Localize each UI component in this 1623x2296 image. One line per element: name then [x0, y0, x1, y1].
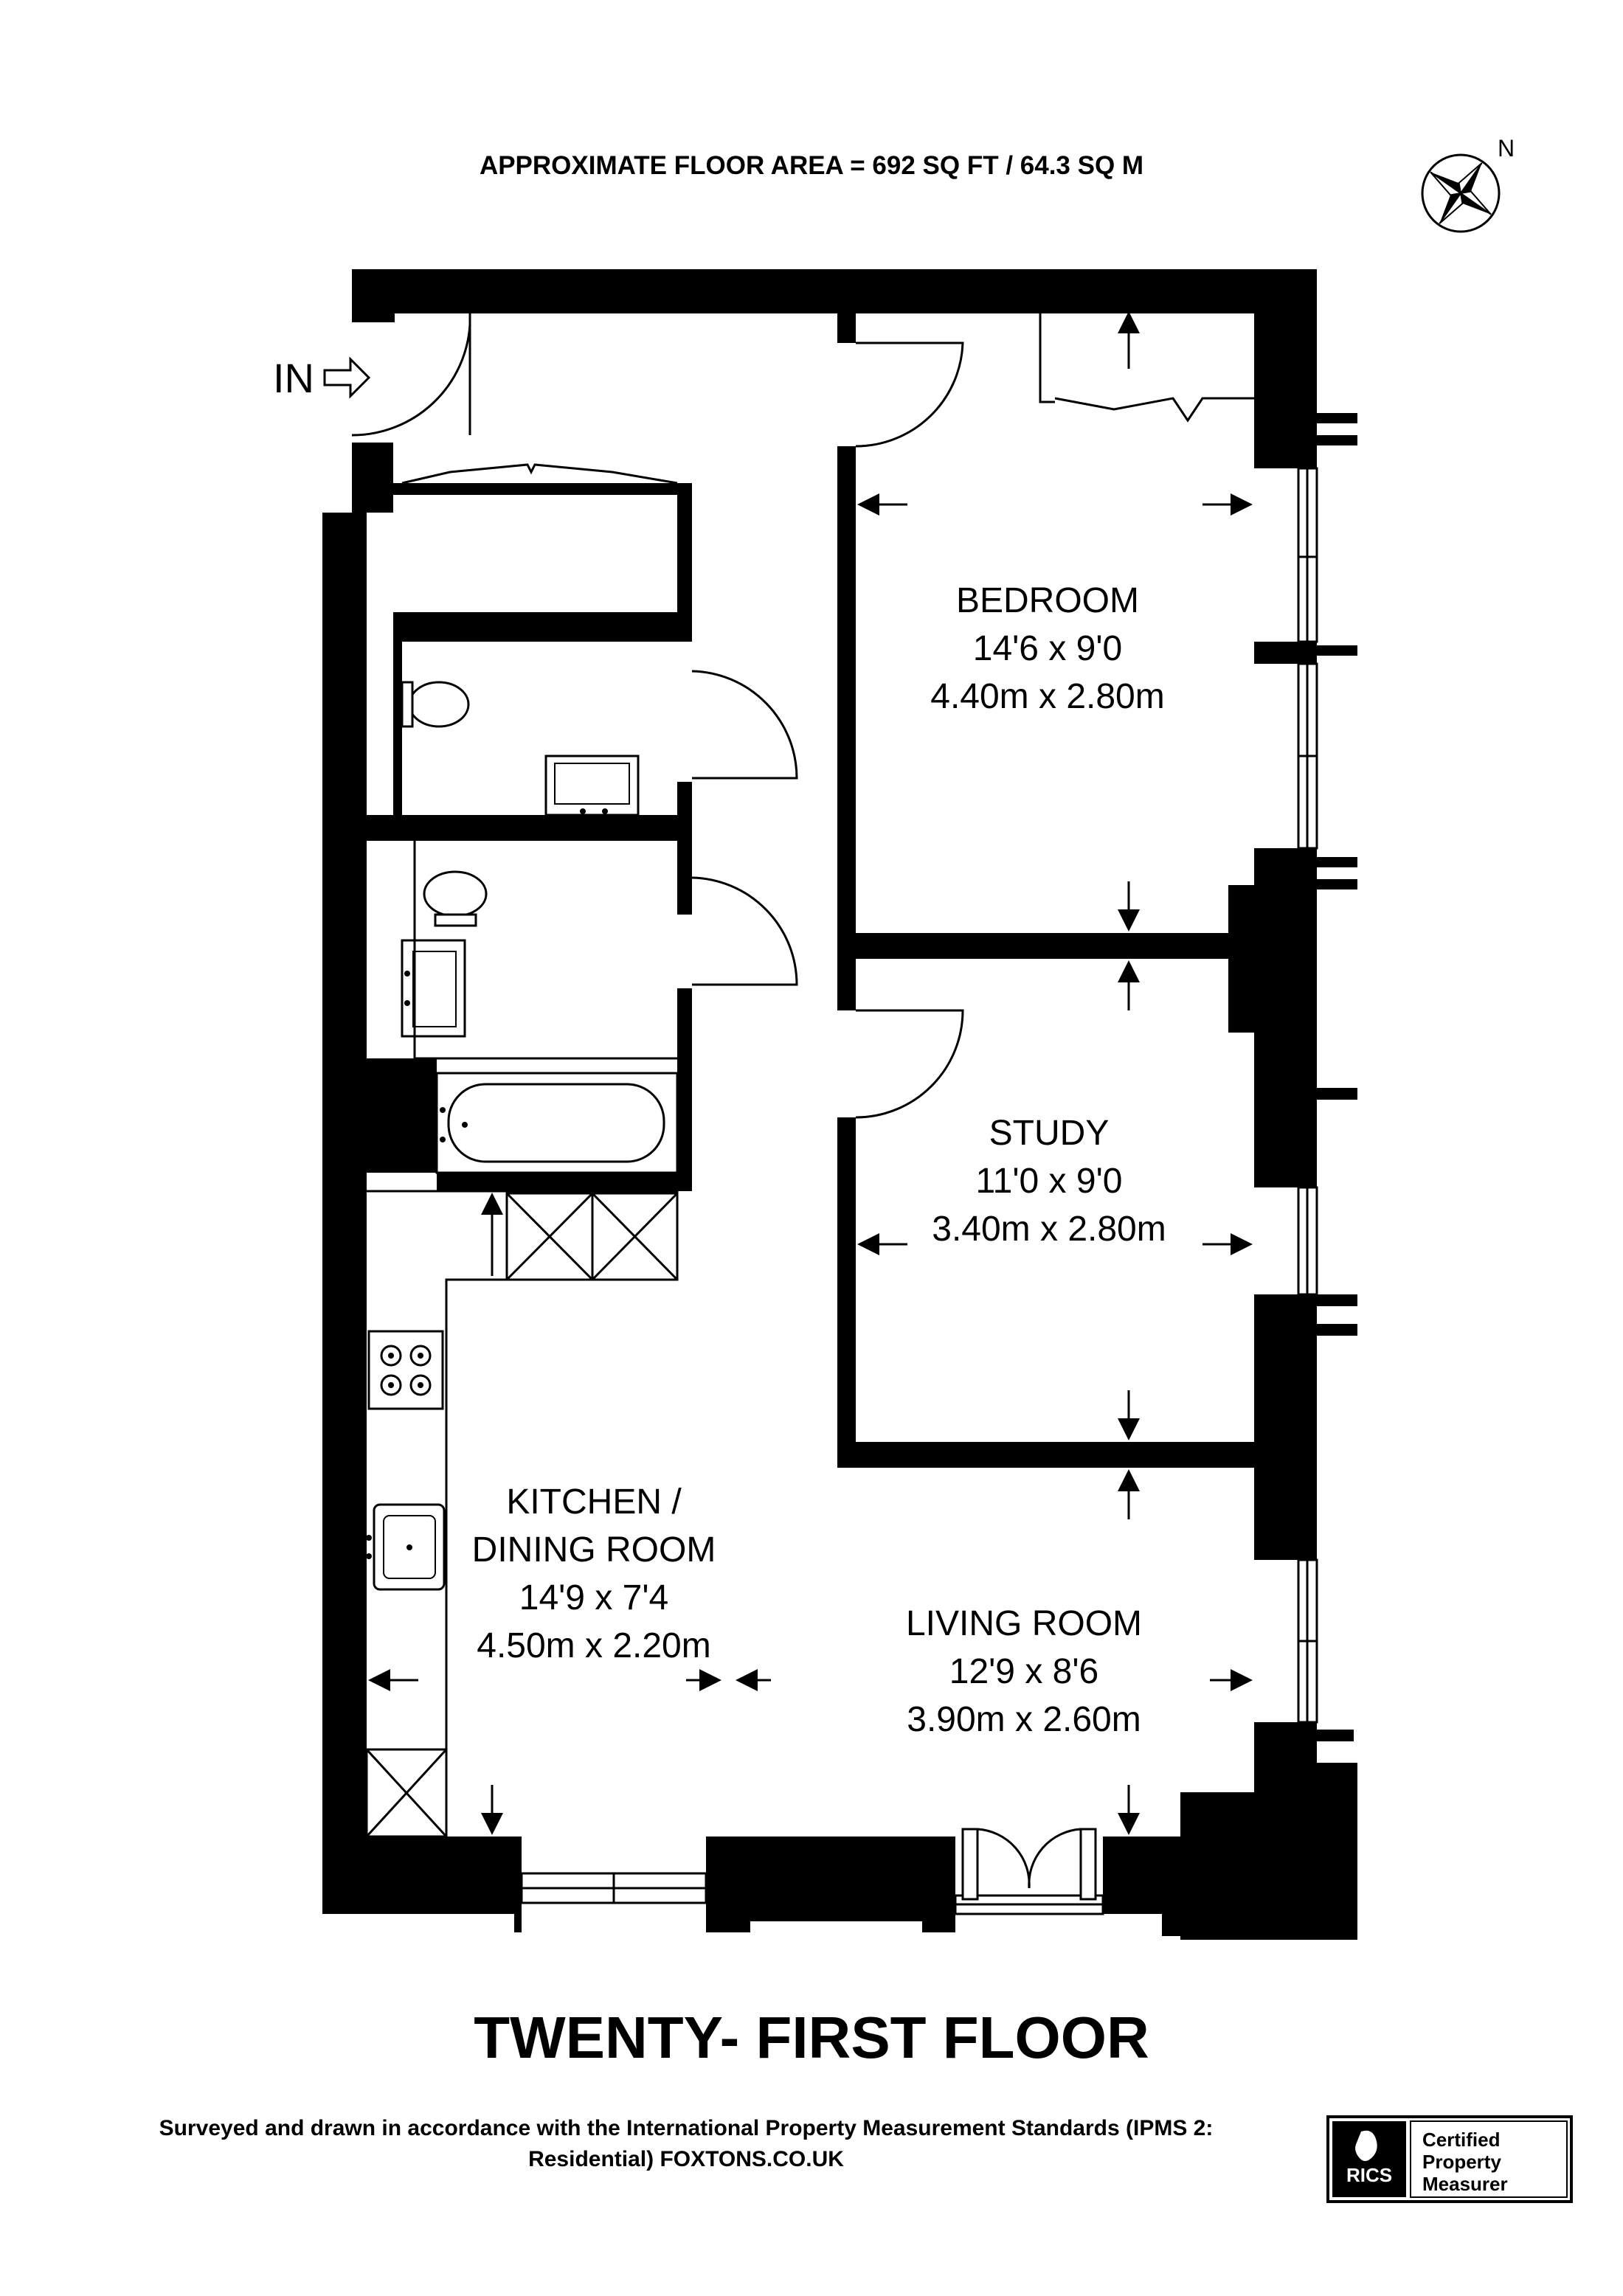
kitchen-name-line1: KITCHEN /: [506, 1482, 682, 1522]
rics-badge: RICS Certified Property Measurer: [1326, 2115, 1573, 2203]
walls: [322, 269, 1357, 1940]
study-imperial: 11'0 x 9'0: [976, 1162, 1123, 1201]
hob-icon: [367, 1330, 444, 1410]
bedroom-wardrobe: [1039, 311, 1254, 423]
study-metric: 3.40m x 2.80m: [932, 1210, 1166, 1249]
compass-north-label: N: [1498, 135, 1515, 162]
dimension-arrows: [368, 493, 1253, 1835]
entrance-arrow-icon: [323, 356, 371, 399]
bedroom-name: BEDROOM: [956, 581, 1139, 620]
living-metric: 3.90m x 2.60m: [907, 1700, 1141, 1739]
bedroom-imperial: 14'6 x 9'0: [973, 629, 1122, 668]
balcony-doors[interactable]: [961, 1828, 1097, 1901]
toilet-icon: [401, 681, 470, 728]
rics-logo-text: RICS: [1346, 2164, 1392, 2186]
kitchen-counter: [365, 1190, 679, 1838]
bathroom-basin-icon: [401, 939, 466, 1038]
bedroom-door[interactable]: [855, 341, 964, 448]
bedroom-metric: 4.40m x 2.80m: [930, 677, 1164, 716]
entrance-label: IN: [273, 355, 314, 401]
basin-icon: [544, 755, 640, 816]
bathtub-icon: [435, 1072, 679, 1174]
kitchen-name-line2: DINING ROOM: [472, 1530, 716, 1570]
window-icon: [520, 467, 1318, 1915]
living-name: LIVING ROOM: [906, 1604, 1142, 1643]
study-label: STUDY 11'0 x 9'0 3.40m x 2.80m: [932, 1114, 1166, 1249]
kitchen-imperial: 14'9 x 7'4: [519, 1578, 668, 1617]
bathroom-toilet-icon: [423, 870, 488, 927]
floor-title: TWENTY- FIRST FLOOR: [474, 2005, 1149, 2070]
badge-line2: Property: [1422, 2151, 1501, 2173]
entrance-door[interactable]: [351, 313, 471, 437]
study-door[interactable]: [855, 1009, 964, 1119]
kitchen-label: KITCHEN / DINING ROOM 14'9 x 7'4 4.50m x…: [472, 1482, 716, 1665]
rics-lion-icon: [1355, 2130, 1377, 2161]
floor-area-text: APPROXIMATE FLOOR AREA = 692 SQ FT / 64.…: [480, 151, 1143, 180]
bedroom-label: BEDROOM 14'6 x 9'0 4.40m x 2.80m: [930, 581, 1164, 716]
footer-line2: Residential) FOXTONS.CO.UK: [528, 2147, 844, 2171]
footer-line1: Surveyed and drawn in accordance with th…: [159, 2116, 1214, 2140]
compass-icon: [1421, 153, 1501, 233]
kitchen-metric: 4.50m x 2.20m: [477, 1626, 710, 1665]
hall-wardrobe: [401, 463, 678, 485]
bathroom-door[interactable]: [691, 876, 798, 986]
badge-line1: Certified: [1422, 2129, 1500, 2151]
sink-icon: [366, 1503, 446, 1591]
study-name: STUDY: [989, 1114, 1110, 1153]
living-imperial: 12'9 x 8'6: [949, 1652, 1098, 1691]
wc-door[interactable]: [691, 670, 798, 780]
living-room-label: LIVING ROOM 12'9 x 8'6 3.90m x 2.60m: [906, 1604, 1142, 1739]
badge-line3: Measurer: [1422, 2173, 1508, 2195]
